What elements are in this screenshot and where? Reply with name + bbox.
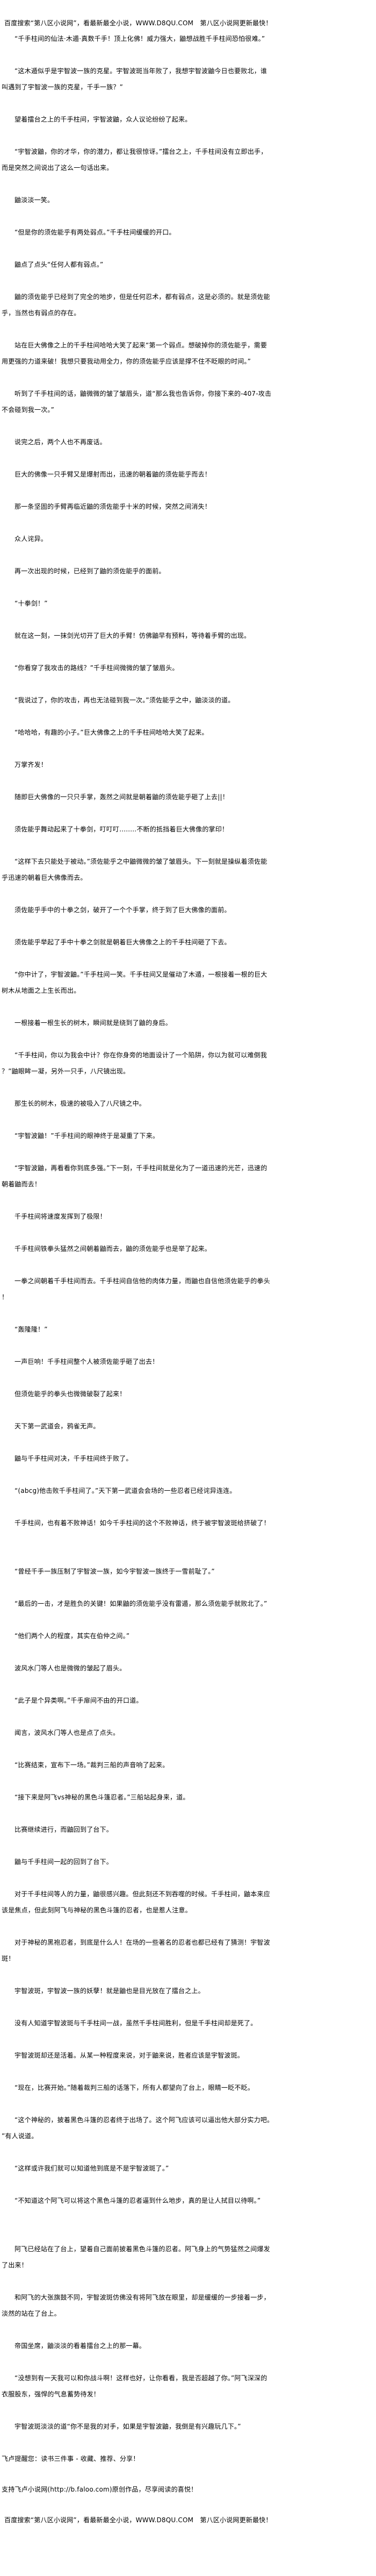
story-paragraph: “千手柱间，你以为我会中计？你在你身旁的地面设计了一个陷阱，你以为就可以难倒我？…	[2, 1051, 267, 1075]
story-paragraph: “宇智波鼬，你的才华，你的潜力，都让我很惊讶。”擂台之上，千手柱间没有立即出手，…	[2, 148, 267, 172]
story-paragraph: 一拳之间朝着千手柱间而去。千手柱间自信他的肉体力量，而鼬也自信他须佐能乎的拳头！	[2, 1277, 270, 1301]
story-paragraph: 比赛继续进行，而鼬回到了台下。	[15, 1826, 113, 1833]
story-paragraph: 没有人知道宇智波斑与千手柱间一战，虽然千手柱间胜利，但是千手柱间却是死了。	[15, 2019, 257, 2027]
story-paragraph: “你中计了，宇智波鼬。”千手柱间一笑。千手柱间又是催动了木遁，一根接着一根的巨大…	[2, 971, 267, 994]
faloo-support-note: 支持飞卢小说网(http://b.faloo.com)原创作品，尽享阅读的喜悦！	[2, 2486, 198, 2493]
story-paragraph: 须佐能乎舞动起来了十拳剑，叮叮叮........不断的抵挡着巨大佛像的掌印！	[15, 826, 229, 833]
story-paragraph: 对于千手柱间等人的力量，鼬很感兴趣。但此刻还不到吞噬的时候。千手柱间，鼬本来应该…	[2, 1890, 270, 1914]
story-paragraph: “曾经千手一族压制了宇智波一族，如今宇智波一族终于一雪前耻了。”	[15, 1568, 215, 1575]
story-paragraph: 鼬点了点头“任何人都有弱点。”	[15, 261, 104, 268]
story-paragraph: “最后的一击，才是胜负的关键！如果鼬的须佐能乎没有雷遁，那么须佐能乎就败北了。”	[15, 1600, 267, 1607]
story-paragraph: 鼬的须佐能乎已经到了完全的地步，但是任何忍术，都有弱点，这是必须的。就是须佐能乎…	[2, 293, 270, 317]
story-paragraph: 再一次出现的时候，已经到了鼬的须佐能乎的面前。	[15, 567, 165, 575]
story-paragraph: 鼬与千手柱间一起的回到了台下。	[15, 1858, 113, 1866]
story-paragraph: “十拳剑！”	[15, 600, 48, 607]
story-paragraph: 那生长的树木，极速的被吸入了八尺镜之中。	[15, 1100, 146, 1107]
story-paragraph: 那一条坚固的手臂再临近鼬的须佐能乎十米的时候，突然之间消失！	[15, 503, 212, 510]
chapter-article: 百度搜索“第八区小说网”，看最新最全小说，WWW.D8QU.COM 第八区小说网…	[2, 16, 273, 2543]
story-paragraph: 鼬与千手柱间对决，千手柱间终于败了。	[15, 1455, 133, 1462]
story-paragraph: “这样或许我们就可以知道他到底是不是宇智波斑了。”	[15, 2165, 169, 2172]
story-paragraph: 听到了千手柱间的话，鼬微微的皱了皱眉头，道“那么我也告诉你，你接下来的-407-…	[2, 390, 272, 414]
story-paragraph: 宇智波斑却还是活着。从某一种程度来说，对于鼬来说，胜者应该是宇智波斑。	[15, 2052, 244, 2059]
story-paragraph: “你看穿了我攻击的路线？”千手柱间微微的皱了皱眉头。	[15, 664, 179, 672]
story-paragraph: “接下来是阿飞vs神秘的黑色斗篷忍者。”三船站起身来，道。	[15, 1794, 190, 1801]
site-banner-top: 百度搜索“第八区小说网”，看最新最全小说，WWW.D8QU.COM 第八区小说网…	[4, 19, 272, 27]
story-paragraph: “这样下去只能处于被动。”须佐能乎之中鼬微微的皱了皱眉头。下一刻就是操纵着须佐能…	[2, 858, 267, 881]
story-paragraph: “(abcg)他击败千手柱间了。”天下第一武道会会场的一些忍者已经诧异连连。	[15, 1487, 236, 1495]
story-paragraph: “我说过了，你的攻击，再也无法碰到我一次。”须佐能乎之中，鼬淡淡的道。	[15, 696, 235, 704]
story-paragraph: “没想到有一天我可以和你战斗啊！这样也好，让你看看，我是否超越了你。”阿飞深深的…	[2, 2374, 267, 2398]
story-paragraph: 和阿飞的大张旗鼓不同，宇智波斑仿佛没有将阿飞放在眼里，却是缓缓的一步接着一步，淡…	[2, 2294, 270, 2317]
story-paragraph: 众人诧异。	[15, 535, 48, 543]
story-paragraph: 闻言，波风水门等人也是点了点头。	[15, 1729, 120, 1737]
story-paragraph: “这木遁似乎是宇智波一族的克星。宇智波斑当年败了，我想宇智波鼬今日也要败北，谁叫…	[2, 67, 267, 91]
story-paragraph: “宇智波鼬，再看看你到底多强。”下一刻，千手柱间就是化为了一道迅速的光芒，迅速的…	[2, 1164, 267, 1188]
story-paragraph: 阿飞已经站在了台上，望着自己面前披着黑色斗篷的忍者。阿飞身上的气势猛然之间爆发了…	[2, 2245, 270, 2269]
story-paragraph: 一声巨响！千手柱间整个人被须佐能乎砸了出去！	[15, 1358, 159, 1365]
story-paragraph: 宇智波斑，宇智波一族的妖孽！就是鼬也是目光放在了擂台之上。	[15, 1987, 205, 1995]
story-paragraph: 千手柱间，也有着不败神话！如今千手柱间的这个不败神话，终于被宇智波斑给挤破了！	[15, 1519, 270, 1527]
story-paragraph: 须佐能乎举起了手中十拳之剑就是朝着巨大佛像之上的千手柱间砸了下去。	[15, 938, 231, 946]
story-paragraph: “这个神秘的，披着黑色斗篷的忍者终于出场了。这个阿飞应该可以逼出他大部分实力吧。…	[2, 2116, 271, 2140]
story-paragraph: “但是你的须佐能乎有两处弱点。”千手柱间缓缓的开口。	[15, 229, 176, 236]
story-paragraph: 万掌齐发！	[15, 761, 48, 768]
story-paragraph: 说完之后，两个人也不再废话。	[15, 438, 106, 446]
story-paragraph: “不知道这个阿飞可以将这个黑色斗篷的忍者逼到什么地步，真的是让人拭目以待啊。”	[15, 2197, 261, 2204]
story-paragraph: “宇智波鼬！”千手柱间的眼神终于是凝重了下来。	[15, 1132, 160, 1140]
chapter-body: “千手柱间的仙法·木遁·真数千手！顶上化佛！威力强大，鼬想战胜千手柱间恐怕很难。…	[2, 31, 273, 2435]
story-paragraph: 帝国坐席，鼬淡淡的看着擂台之上的那一幕。	[15, 2342, 146, 2350]
story-paragraph: “哈哈哈，有趣的小子。”巨大佛像之上的千手柱间哈哈大笑了起来。	[15, 729, 208, 736]
story-paragraph: “千手柱间的仙法·木遁·真数千手！顶上化佛！威力强大，鼬想战胜千手柱间恐怕很难。…	[15, 35, 265, 42]
site-banner-bottom: 百度搜索“第八区小说网”，看最新最全小说，WWW.D8QU.COM 第八区小说网…	[4, 2516, 272, 2524]
story-paragraph: 须佐能乎手中的十拳之剑，破开了一个个手掌，终于到了巨大佛像的面前。	[15, 906, 231, 914]
story-paragraph: 对于神秘的黑袍忍者，到底是什么人！在场的一些著名的忍者也都已经有了猜测！宇智波斑…	[2, 1939, 270, 1962]
story-paragraph: 但须佐能乎的拳头也微微破裂了起来！	[15, 1390, 126, 1398]
story-paragraph: 站在巨大佛像之上的千手柱间哈哈大笑了起来“第一个弱点。想破掉你的须佐能乎，需要用…	[2, 341, 267, 365]
story-paragraph: 巨大的佛像一只手臂又是爆射而出，迅速的朝着鼬的须佐能乎而去！	[15, 471, 212, 478]
story-paragraph: “轰隆隆！”	[15, 1326, 48, 1333]
story-paragraph: 鼬淡淡一笑。	[15, 196, 54, 204]
story-paragraph: “比赛结束，宣布下一场。”裁判三船的声音响了起来。	[15, 1761, 169, 1769]
story-paragraph: 千手柱间铁拳头猛然之间朝着鼬而去，鼬的须佐能乎也是举了起来。	[15, 1245, 212, 1253]
story-paragraph: 宇智波斑淡淡的道“你不是我的对手，如果是宇智波鼬，我倒是有兴趣玩几下。”	[15, 2423, 241, 2430]
story-paragraph: “现在，比赛开始。”随着裁判三船的话落下，所有人都望向了台上，眼睛一眨不眨。	[15, 2084, 255, 2091]
story-paragraph: 波风水门等人也是微微的皱起了眉头。	[15, 1664, 126, 1672]
story-paragraph: 就在这一刻，一抹剑光切开了巨大的手臂！仿佛鼬早有预料，等待着手臂的出现。	[15, 632, 251, 639]
faloo-reminder: 飞卢提醒您：读书三件事 - 收藏、推荐、分享！	[2, 2455, 140, 2463]
story-paragraph: “他们两个人的程度，其实在伯仲之间。”	[15, 1632, 130, 1640]
story-paragraph: “此子是个异类啊。”千手扉间不由的开口道。	[15, 1697, 143, 1704]
story-paragraph: 望着擂台之上的千手柱间，宇智波鼬，众人议论纷纷了起来。	[15, 116, 192, 123]
story-paragraph: 千手柱间将速度发挥到了极限！	[15, 1213, 106, 1220]
story-paragraph: 随即巨大佛像的一只只手掌，轰然之间就是朝着鼬的须佐能乎砸了上去||！	[15, 793, 229, 801]
story-paragraph: 天下第一武道会，鸦雀无声。	[15, 1422, 100, 1430]
story-paragraph: 一根接着一根生长的树木，瞬间就是绕到了鼬的身后。	[15, 1019, 172, 1027]
